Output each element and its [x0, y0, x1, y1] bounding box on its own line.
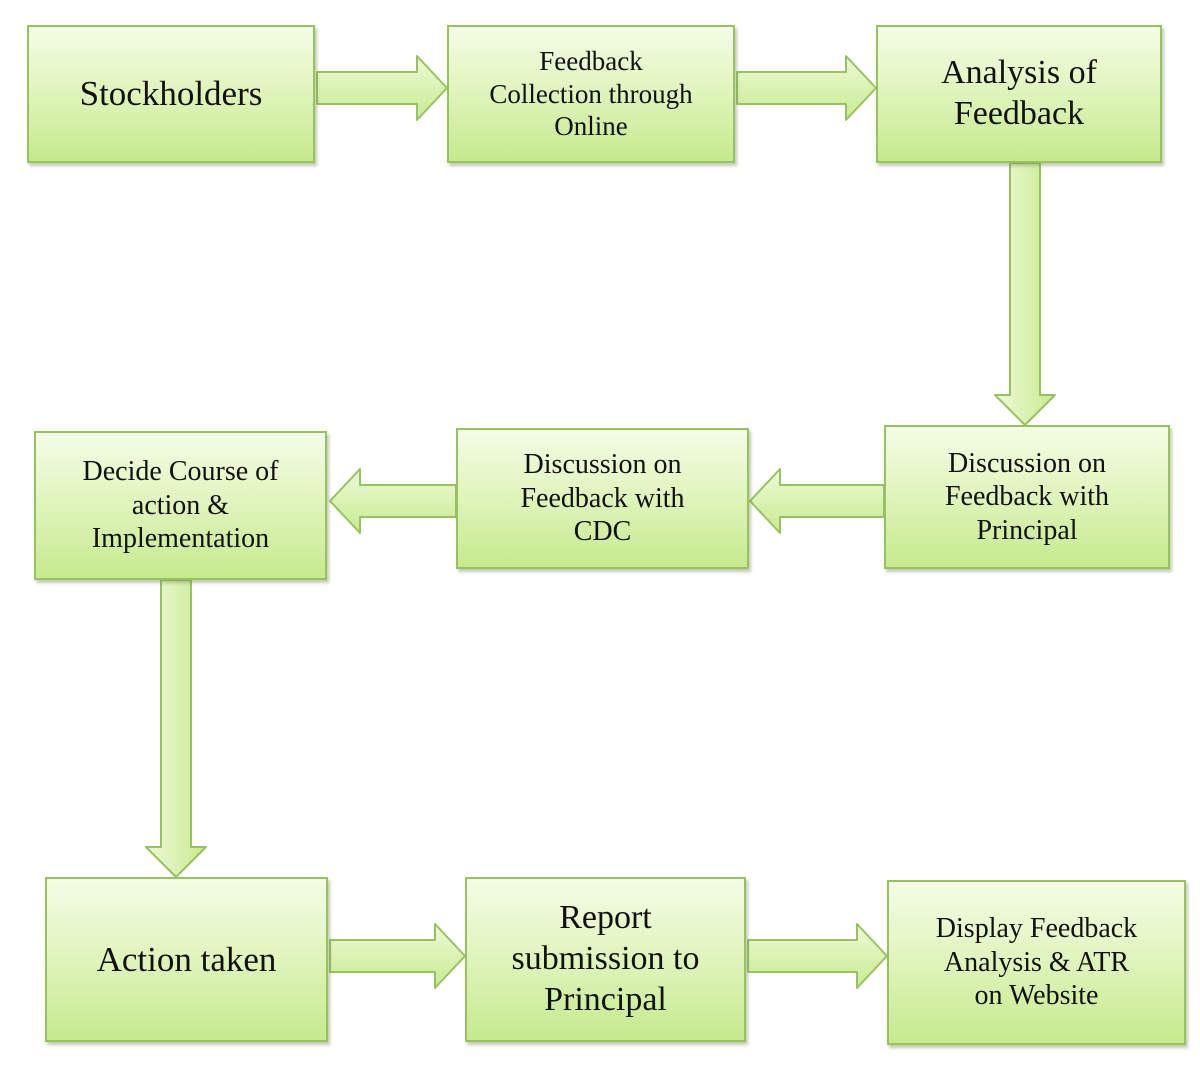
display-feedback-box: Display Feedback Analysis & ATR on Websi… — [887, 880, 1186, 1045]
analysis-label: Analysis of Feedback — [941, 54, 1097, 132]
arrow-left-2 — [329, 468, 457, 534]
arrow-down-2 — [145, 579, 207, 878]
arrow-right-4 — [747, 923, 888, 989]
arrow-right-2 — [736, 55, 877, 121]
stockholders-box: Stockholders — [27, 25, 315, 163]
arrow-down-1 — [994, 162, 1056, 426]
feedback-collection-label: Feedback Collection through Online — [489, 46, 693, 142]
discussion-principal-box: Discussion on Feedback with Principal — [884, 425, 1170, 569]
action-taken-box: Action taken — [45, 877, 328, 1042]
decide-course-box: Decide Course of action & Implementation — [34, 431, 327, 580]
arrow-right-1 — [316, 55, 448, 121]
arrow-left-1 — [749, 468, 885, 534]
report-submission-box: Report submission to Principal — [465, 877, 746, 1042]
feedback-collection-box: Feedback Collection through Online — [447, 25, 735, 163]
display-feedback-label: Display Feedback Analysis & ATR on Websi… — [935, 913, 1138, 1012]
arrow-right-3 — [329, 923, 466, 989]
stockholders-label: Stockholders — [79, 74, 263, 113]
report-submission-label: Report submission to Principal — [511, 899, 700, 1018]
discussion-cdc-label: Discussion on Feedback with CDC — [520, 449, 685, 548]
action-taken-label: Action taken — [96, 939, 277, 979]
discussion-principal-label: Discussion on Feedback with Principal — [944, 447, 1110, 546]
discussion-cdc-box: Discussion on Feedback with CDC — [456, 428, 749, 569]
decide-course-label: Decide Course of action & Implementation — [82, 456, 279, 555]
analysis-box: Analysis of Feedback — [876, 25, 1162, 163]
